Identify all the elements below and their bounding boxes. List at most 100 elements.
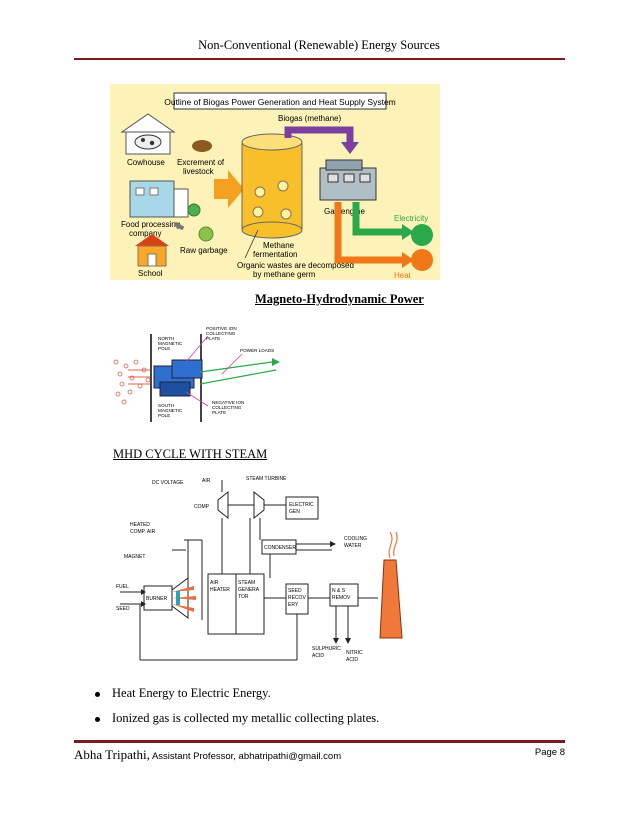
magnet-label: MAGNET: [124, 554, 145, 560]
sulphuric-acid-2: ACID: [312, 653, 324, 659]
ns-removal-box: [329, 583, 359, 607]
raw-garbage-label: Raw garbage: [180, 246, 228, 255]
cooling-water-1: COOLING: [344, 536, 367, 542]
bullet-dot: [95, 716, 100, 722]
mhd-title: Magneto-Hydrodynamic Power: [255, 292, 424, 306]
air-heater-2: HEATER: [210, 587, 230, 593]
north-pole-2: MAGNETIC: [158, 341, 183, 346]
gas-engine-icon: [319, 159, 377, 201]
bullet-text: Ionized gas is collected my metallic col…: [112, 711, 380, 725]
biogas-diagram: Outline of Biogas Power Generation and H…: [120, 92, 433, 280]
seed-recovery-2: RECOV: [288, 595, 306, 601]
electric-gen-1: ELECTRIC: [289, 502, 314, 508]
gas-flow-arrows: [128, 369, 152, 385]
pos-plate-3: PLATE: [206, 336, 220, 341]
author-name: Abha Tripathi,: [74, 747, 150, 762]
steam-gen-1: STEAM: [238, 580, 255, 586]
seed-label: SEED: [116, 606, 130, 612]
page-header: Non-Conventional (Renewable) Energy Sour…: [198, 38, 440, 52]
magnet-coil: [176, 591, 180, 605]
chimney: [379, 559, 403, 639]
mhd-cycle-diagram: DC VOLTAGE AIR STEAM TURBINE COMP ELECTR…: [116, 476, 403, 663]
neg-plate-3: PLATE: [212, 410, 226, 415]
neg-plate-2: COLLECTING: [212, 405, 242, 410]
biogas-title: Outline of Biogas Power Generation and H…: [164, 97, 396, 107]
north-pole-1: NORTH: [158, 336, 174, 341]
cowhouse-label: Cowhouse: [127, 158, 165, 167]
load-line-top: [199, 361, 273, 373]
ion-particles: [113, 359, 151, 405]
compressor-shape: [217, 490, 229, 520]
factory-icon: [129, 180, 189, 218]
pos-plate-1: POSITIVE ION: [206, 326, 237, 331]
food-label-1: Food processing: [121, 220, 180, 229]
heat-arrow: [334, 202, 404, 264]
school-icon: [135, 234, 169, 267]
input-arrow: [214, 170, 244, 208]
burner-label: BURNER: [146, 596, 168, 602]
air-heater-1: AIR: [210, 580, 219, 586]
footer-rule: [74, 740, 565, 743]
organic-label-2: by methane germ: [253, 270, 316, 279]
steam-gen-3: TOR: [238, 594, 249, 600]
positive-plate: [171, 359, 203, 379]
food-label-2: company: [129, 229, 161, 238]
turbine-shape: [253, 490, 265, 520]
heated-air-1: HEATED: [130, 522, 150, 528]
page-footer: Abha Tripathi, Assistant Professor, abha…: [74, 747, 565, 763]
bullet-dot: [95, 691, 100, 697]
condenser-label: CONDENSER: [264, 545, 296, 551]
electricity-icon: [411, 224, 433, 246]
methane-label-2: fermentation: [253, 250, 297, 259]
sulphuric-acid-1: SULPHURIC: [312, 646, 341, 652]
seed-recovery-1: SEED: [288, 588, 302, 594]
bullet-text: Heat Energy to Electric Energy.: [112, 686, 271, 700]
excrement-label-1: Excrement of: [177, 158, 225, 167]
mhd-channel: [171, 577, 189, 619]
garbage-icon: [173, 203, 214, 242]
gas-engine-label: Gas engine: [324, 207, 365, 216]
fuel-label: FUEL: [116, 584, 129, 590]
south-pole-1: SOUTH: [158, 403, 174, 408]
load-line-bottom: [199, 369, 277, 385]
mhd-generator-diagram: NORTH MAGNETIC POLE POSITIVE ION COLLECT…: [113, 326, 280, 422]
nitric-acid-1: NITRIC: [346, 650, 363, 656]
smoke-icon: [388, 531, 398, 559]
header-rule: [74, 58, 565, 60]
condenser-box: [261, 539, 297, 555]
north-pole-3: POLE: [158, 346, 170, 351]
negative-plate: [159, 381, 191, 397]
pos-plate-2: COLLECTING: [206, 331, 236, 336]
heat-label: Heat: [394, 271, 412, 280]
channel-wall-left: [150, 334, 152, 422]
south-pole-3: POLE: [158, 413, 170, 418]
heat-icon: [411, 249, 433, 271]
organic-pointer: [244, 229, 259, 259]
steam-turbine-label: STEAM TURBINE: [246, 476, 287, 482]
air-label: AIR: [202, 478, 211, 484]
comp-label: COMP: [194, 504, 210, 510]
heated-air-2: COMP. AIR: [130, 529, 156, 535]
fermentation-tank: [241, 133, 303, 239]
organic-label-1: Organic wastes are decomposed: [237, 261, 354, 270]
bullet-item-2: Ionized gas is collected my metallic col…: [95, 711, 379, 726]
biogas-arrow: [284, 126, 354, 144]
seed-recovery-3: ERY: [288, 602, 299, 608]
cycle-title: MHD CYCLE WITH STEAM: [113, 447, 268, 461]
power-loads-label: POWER LOADS: [240, 348, 274, 353]
nitric-acid-2: ACID: [346, 657, 358, 663]
electricity-label: Electricity: [394, 214, 428, 223]
cowhouse-icon: [120, 113, 176, 155]
dc-voltage-label: DC VOLTAGE: [152, 480, 184, 486]
biogas-figure: Outline of Biogas Power Generation and H…: [110, 84, 440, 280]
bullet-item-1: Heat Energy to Electric Energy.: [95, 686, 271, 701]
cooling-water-2: WATER: [344, 543, 362, 549]
steam-gen-2: GENERA: [238, 587, 260, 593]
ns-removal-1: N & S: [332, 588, 346, 594]
south-pole-2: MAGNETIC: [158, 408, 183, 413]
electric-gen-2: GEN: [289, 509, 300, 515]
page-number: Page 8: [534, 747, 565, 758]
biogas-title-box: [173, 92, 387, 110]
ns-removal-2: REMOV: [332, 595, 351, 601]
methane-label-1: Methane: [263, 241, 295, 250]
